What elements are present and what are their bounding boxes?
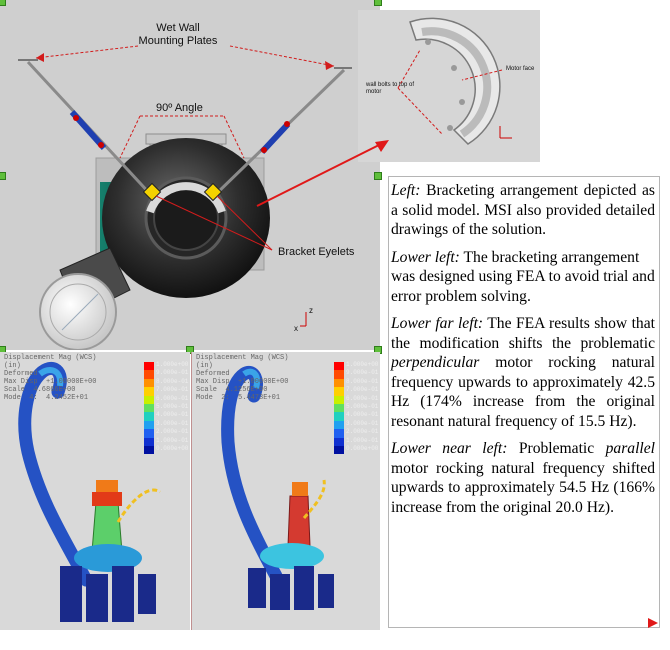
selection-handle[interactable] — [374, 0, 382, 6]
pointer-arrow — [256, 140, 389, 207]
caption-lead-left: Left: — [391, 182, 421, 199]
selection-handle[interactable] — [374, 172, 382, 180]
play-triangle-icon[interactable] — [648, 618, 658, 628]
legend-swatch — [144, 420, 154, 430]
caption-lead-lower-far-left: Lower far left: — [391, 315, 484, 332]
legend-swatch — [144, 445, 154, 455]
fea-left-model — [18, 362, 161, 622]
selection-handle[interactable] — [0, 0, 6, 6]
caption-body-lower-near-left-a: Problematic — [518, 440, 595, 457]
caption-paragraph-lower-near-left: Lower near left: Problematic parallel mo… — [391, 439, 655, 517]
caption-lead-lower-left: Lower left: — [391, 248, 460, 266]
legend-swatch — [334, 370, 344, 379]
legend-value: 5.000e-01 — [346, 403, 379, 411]
legend-value: 4.000e-01 — [346, 411, 379, 419]
legend-value: 2.000e-01 — [346, 428, 379, 436]
caption-lead-lower-near-left: Lower near left: — [391, 440, 508, 457]
legend-value: 5.000e-01 — [156, 403, 189, 411]
inset-callout-wall-bolts: wall bolts to top of motor — [366, 82, 415, 95]
caption-paragraph-left: Left: Bracketing arrangement depicted as… — [391, 181, 655, 240]
legend-swatch — [334, 395, 344, 404]
caption-body-lower-near-left-b: motor rocking natural frequency shifted … — [391, 459, 655, 516]
legend-value: 1.000e+00 — [346, 361, 379, 368]
caption-body-lower-far-left-a: The FEA results show that the modificati… — [391, 315, 655, 352]
caption-text-box[interactable]: Left: Bracketing arrangement depicted as… — [388, 176, 660, 628]
selection-handle[interactable] — [0, 172, 6, 180]
legend-swatch — [334, 387, 344, 396]
legend-value: 7.000e-01 — [156, 386, 189, 394]
fea-left-color-legend — [144, 362, 154, 455]
axis-x-label: x — [294, 324, 298, 333]
legend-value: 9.000e-01 — [346, 369, 379, 377]
legend-swatch — [144, 370, 154, 379]
legend-swatch — [334, 437, 344, 446]
legend-swatch — [334, 412, 344, 421]
legend-swatch — [334, 362, 344, 371]
pump-solid-model-drawing — [18, 45, 352, 350]
legend-swatch — [334, 403, 344, 413]
legend-value: 7.000e-01 — [346, 386, 379, 394]
caption-paragraph-lower-left: Lower left: The bracketing arrangement w… — [391, 248, 655, 307]
fea-left-header: Displacement Mag (WCS) (in) Deformed Max… — [4, 354, 97, 402]
legend-value: 3.000e-01 — [346, 419, 379, 427]
inset-callout-motor-face: Motor face — [506, 66, 535, 72]
legend-value: 2.000e-01 — [156, 428, 189, 436]
caption-paragraph-lower-far-left: Lower far left: The FEA results show tha… — [391, 314, 655, 431]
legend-value: 1.000e-01 — [346, 436, 379, 444]
fea-right-color-legend — [334, 362, 344, 455]
bracket-detail-inset-image: wall bolts to top of motor Motor face — [358, 10, 540, 162]
legend-swatch — [144, 378, 154, 388]
fea-right-model — [221, 366, 334, 610]
legend-value: 8.000e-01 — [156, 377, 189, 385]
caption-emphasis-parallel: parallel — [605, 440, 655, 457]
legend-value: 9.000e-01 — [156, 369, 189, 377]
legend-swatch — [334, 378, 344, 388]
legend-swatch — [144, 437, 154, 446]
legend-swatch — [334, 420, 344, 430]
legend-swatch — [144, 362, 154, 371]
legend-value: 3.000e-01 — [156, 419, 189, 427]
pump-solid-model-image: Wet Wall Mounting Plates 90º Angle Brack… — [0, 0, 380, 350]
callout-bracket-eyelets: Bracket Eyelets — [278, 246, 355, 258]
legend-value: 1.000e+00 — [156, 361, 189, 368]
legend-swatch — [144, 403, 154, 413]
legend-value: 0.000e+00 — [156, 445, 189, 453]
bracket-detail-drawing — [397, 17, 512, 145]
legend-swatch — [144, 412, 154, 421]
legend-value: 1.000e-01 — [156, 436, 189, 444]
legend-value: 4.000e-01 — [156, 411, 189, 419]
callout-90-degree-angle: 90º Angle — [156, 102, 203, 114]
legend-swatch — [144, 387, 154, 396]
selection-handle[interactable] — [186, 346, 194, 354]
callout-wet-wall-mounting-plates: Wet Wall Mounting Plates — [138, 22, 218, 47]
caption-body-lower-left: The bracketing arrangement was designed … — [391, 248, 655, 305]
caption-body-left: Bracketing arrangement depicted as a sol… — [391, 182, 656, 238]
caption-body-lower-far-left-b: motor rocking natural frequency upwards … — [391, 354, 655, 430]
fea-result-parallel-mode: Displacement Mag (WCS) (in) Deformed Max… — [191, 352, 380, 630]
axis-z-label: z — [309, 306, 313, 315]
legend-value: 8.000e-01 — [346, 377, 379, 385]
legend-swatch — [144, 395, 154, 404]
fea-result-perpendicular-mode: Displacement Mag (WCS) (in) Deformed Max… — [0, 352, 190, 630]
caption-emphasis-perpendicular: perpendicular — [391, 354, 480, 371]
legend-swatch — [334, 429, 344, 438]
legend-value: 6.000e-01 — [156, 394, 189, 402]
legend-swatch — [144, 429, 154, 438]
legend-swatch — [334, 445, 344, 455]
legend-value: 6.000e-01 — [346, 394, 379, 402]
fea-right-header: Displacement Mag (WCS) (in) Deformed Max… — [196, 354, 289, 402]
legend-value: 0.000e+00 — [346, 445, 379, 453]
